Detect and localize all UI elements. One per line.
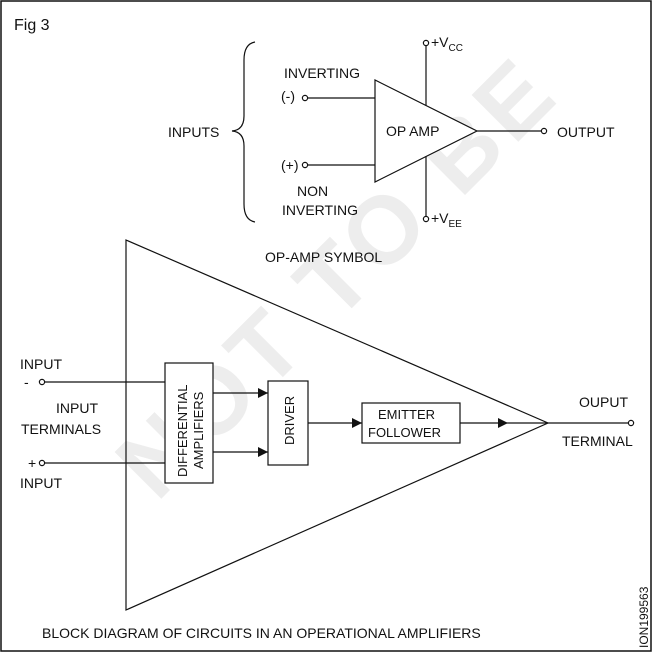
op-amp-symbol: INPUTS INVERTING (-) (+) NON INVERTING O… xyxy=(168,34,615,265)
differential-amplifiers-box xyxy=(164,362,214,484)
block-caption: BLOCK DIAGRAM OF CIRCUITS IN AN OPERATIO… xyxy=(42,625,481,641)
output-label-block: OUPUT xyxy=(579,394,628,410)
inputs-label: INPUTS xyxy=(168,124,219,140)
noninverting-terminal xyxy=(301,161,309,169)
output-terminal xyxy=(540,127,548,135)
driver-box xyxy=(267,380,309,466)
vee-terminal xyxy=(422,215,430,223)
terminal-label: TERMINAL xyxy=(562,433,633,449)
vcc-label: +VCC xyxy=(431,34,463,54)
noninverting-label: INVERTING xyxy=(282,202,358,218)
vee-label: +VEE xyxy=(431,210,462,230)
input-top-sign: - xyxy=(24,374,29,390)
emitter-label-line2: FOLLOWER xyxy=(368,425,441,440)
inverting-label: INVERTING xyxy=(284,65,360,81)
driver-label: DRIVER xyxy=(282,396,297,445)
differential-label-line2: AMPLIFIERS xyxy=(191,391,206,469)
non-label: NON xyxy=(297,183,328,199)
block-diagram: INPUT - INPUT TERMINALS + INPUT DIFFEREN… xyxy=(20,239,635,641)
input-terminals-line2: TERMINALS xyxy=(21,421,101,437)
input-terminals-line1: INPUT xyxy=(56,400,98,416)
vcc-terminal xyxy=(422,39,430,47)
op-amp-body-label: OP AMP xyxy=(386,123,439,139)
input-top-label: INPUT xyxy=(20,356,62,372)
noninverting-sign: (+) xyxy=(281,157,299,173)
output-terminal-block xyxy=(627,419,635,427)
block-triangle xyxy=(125,239,550,611)
differential-label-line1: DIFFERENTIAL xyxy=(175,385,190,477)
input-bottom-label: INPUT xyxy=(20,475,62,491)
figure-label: Fig 3 xyxy=(14,17,50,34)
emitter-label-line1: EMITTER xyxy=(378,407,435,422)
inverting-terminal xyxy=(301,94,309,102)
symbol-title: OP-AMP SYMBOL xyxy=(265,249,382,265)
inverting-sign: (-) xyxy=(281,88,295,104)
inputs-brace xyxy=(231,41,256,223)
emitter-follower-box xyxy=(361,402,461,444)
input-plus-terminal xyxy=(38,459,46,467)
output-label: OUTPUT xyxy=(557,124,615,140)
input-minus-terminal xyxy=(38,378,46,386)
input-bottom-sign: + xyxy=(28,455,36,471)
image-code: ION199563 xyxy=(637,586,651,648)
